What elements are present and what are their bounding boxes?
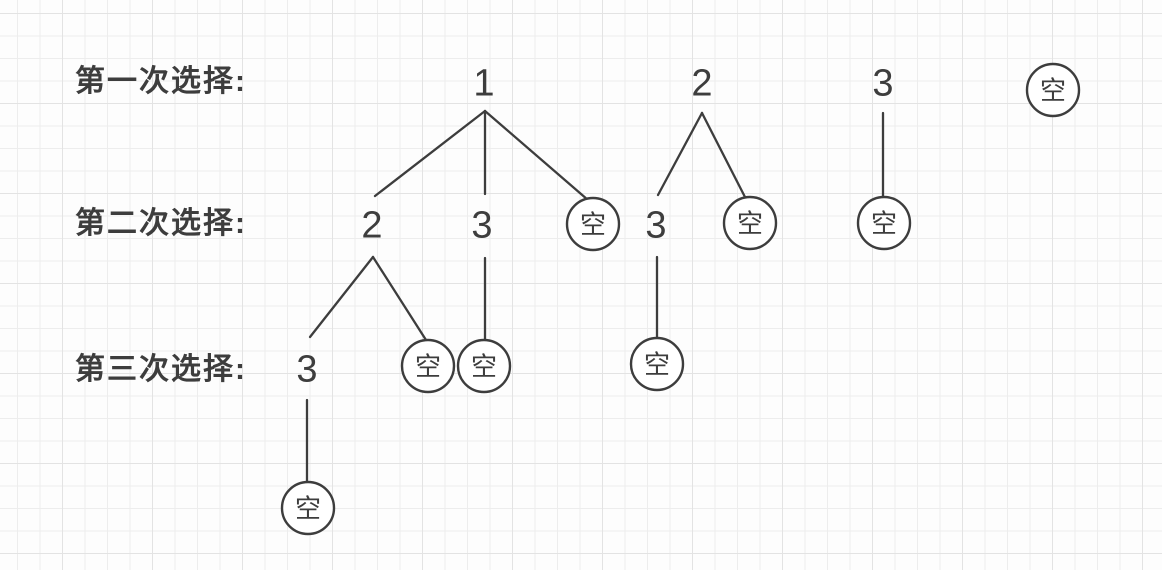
empty-node-L2-1-empty: 空 — [565, 196, 621, 252]
tree-edge-L1-1-to-L2-1-2 — [373, 109, 487, 198]
empty-node-circle — [456, 338, 512, 394]
empty-node-circle — [400, 338, 456, 394]
tree-node-L1-1: 1 — [473, 63, 494, 105]
tree-node-L3-12-3: 3 — [296, 349, 317, 391]
empty-node-circle — [856, 195, 912, 251]
empty-node-label: 空 — [415, 351, 441, 381]
tree-node-L2-2-3: 3 — [645, 205, 666, 247]
empty-node-circle — [280, 480, 336, 536]
empty-node-L4-123-empty: 空 — [280, 480, 336, 536]
tree-edge-L2-1-2-to-L3-12-empty — [371, 255, 428, 342]
tree-edge-L1-1-to-L2-1-empty — [483, 109, 590, 202]
tree-node-L1-2: 2 — [691, 63, 712, 105]
tree-edge-L2-1-2-to-L3-12-3 — [308, 255, 375, 339]
tree-node-L1-3: 3 — [872, 63, 893, 105]
row-label-second-choice: 第二次选择: — [75, 207, 247, 241]
tree-node-L2-1-2: 2 — [361, 205, 382, 247]
empty-node-L1-empty: 空 — [1025, 62, 1081, 118]
empty-node-label: 空 — [644, 349, 670, 379]
empty-node-label: 空 — [295, 493, 321, 523]
empty-node-label: 空 — [580, 209, 606, 239]
empty-node-label: 空 — [871, 208, 897, 238]
empty-node-circle — [629, 336, 685, 392]
empty-node-L3-23-empty: 空 — [629, 336, 685, 392]
empty-node-L3-12-empty: 空 — [400, 338, 456, 394]
empty-node-L2-2-empty: 空 — [722, 195, 778, 251]
tree-edge-L1-2-to-L2-2-3 — [656, 111, 704, 197]
tree-edge-L1-2-to-L2-2-empty — [700, 111, 748, 201]
empty-node-circle — [565, 196, 621, 252]
row-label-third-choice: 第三次选择: — [75, 353, 247, 387]
empty-node-label: 空 — [471, 351, 497, 381]
empty-node-L3-13-empty: 空 — [456, 338, 512, 394]
empty-node-label: 空 — [1040, 75, 1066, 105]
row-label-first-choice: 第一次选择: — [75, 65, 247, 99]
tree-node-L2-1-3: 3 — [471, 205, 492, 247]
empty-node-circle — [1025, 62, 1081, 118]
empty-node-circle — [722, 195, 778, 251]
empty-node-L2-3-empty: 空 — [856, 195, 912, 251]
empty-node-label: 空 — [737, 208, 763, 238]
